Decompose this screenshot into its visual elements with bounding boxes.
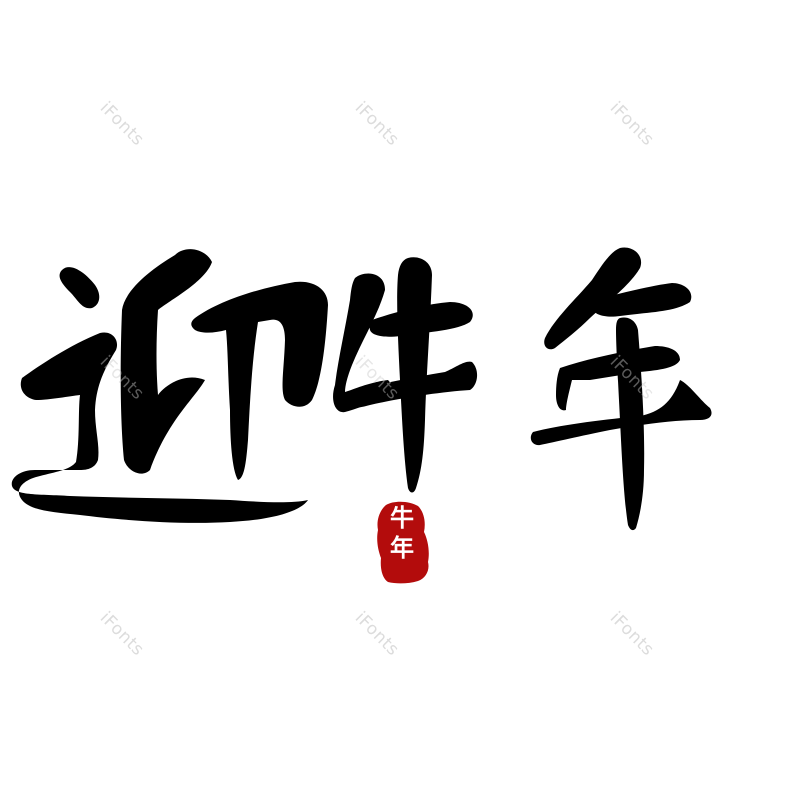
character-nian bbox=[530, 247, 712, 531]
character-ying bbox=[11, 249, 328, 523]
seal-char-niu: 牛 bbox=[390, 503, 414, 532]
character-niu bbox=[333, 257, 478, 493]
seal-text: 牛 年 bbox=[374, 503, 430, 563]
seal-stamp bbox=[377, 501, 429, 584]
seal-char-nian: 年 bbox=[390, 533, 414, 562]
